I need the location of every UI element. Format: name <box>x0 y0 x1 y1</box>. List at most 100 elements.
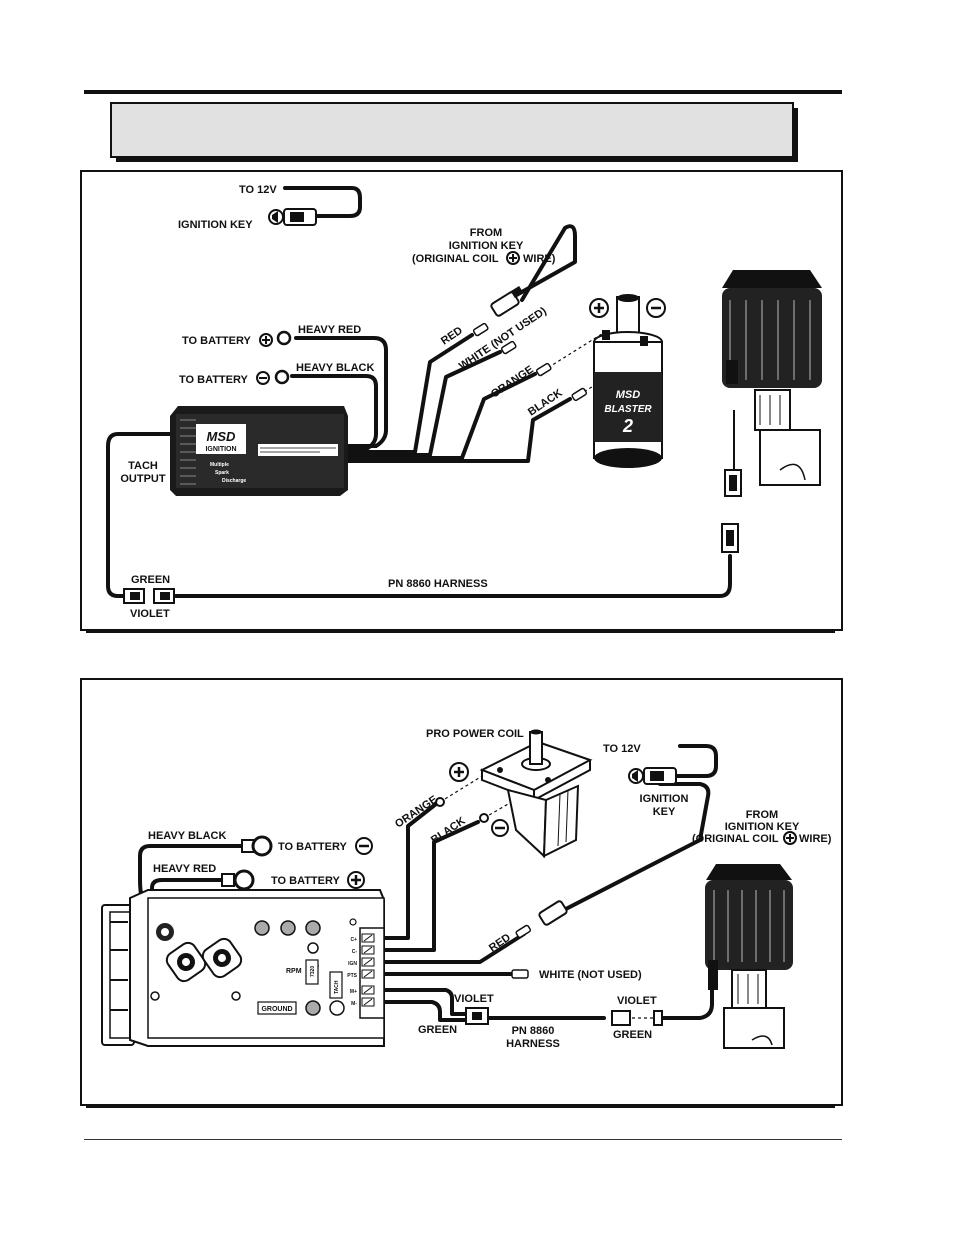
top-orange-label: ORANGE <box>489 364 536 401</box>
bottom-ignition-key-icon <box>628 767 677 785</box>
bottom-red-connector-icon <box>515 924 532 939</box>
bottom-from-label-4: WIRE) <box>799 833 832 845</box>
black-wire-connector-icon <box>571 387 588 402</box>
top-from-key-label-2: IGNITION KEY <box>449 240 524 252</box>
terminal-label: C- <box>352 949 358 955</box>
orange-wire-connector-icon <box>535 362 552 377</box>
bottom-black-wire <box>381 820 480 952</box>
top-violet-label: VIOLET <box>130 608 170 620</box>
battery-pos-terminal-icon <box>276 330 292 346</box>
bottom-distributor <box>705 864 793 1049</box>
bottom-heavy-black-ring-icon <box>241 835 273 857</box>
bottom-from-plus-icon <box>783 831 797 845</box>
harness-end-connector-icon <box>721 523 739 553</box>
msd-box-sub1-text: Multiple <box>210 462 229 468</box>
pn-8860-harness-wire <box>174 554 732 598</box>
from-ignition-key-wire <box>495 224 577 308</box>
top-white-label: WHITE (NOT USED) <box>457 305 549 373</box>
terminal-label: M+ <box>350 989 357 995</box>
top-from-key-label-3: (ORIGINAL COIL <box>412 253 499 265</box>
bottom-heavy-red-ring-icon <box>221 869 255 891</box>
bottom-green-right-label: GREEN <box>613 1029 652 1041</box>
msd-blaster-coil: MSD BLASTER 2 <box>593 294 663 468</box>
blaster-number-text: 2 <box>622 416 633 436</box>
msd-box-brand-text: MSD <box>207 429 237 444</box>
bottom-ignition-label-2: KEY <box>653 806 676 818</box>
bottom-ignition-label-1: IGNITION <box>640 793 689 805</box>
red-wire-connector-icon <box>472 322 489 337</box>
red-wire <box>344 333 474 454</box>
bottom-violet-wire <box>381 988 468 1016</box>
top-harness-label: PN 8860 HARNESS <box>388 578 488 590</box>
terminal-ign: IGN <box>348 957 375 967</box>
orange-wire <box>344 372 537 460</box>
top-diagram-panel <box>80 170 843 631</box>
pro-coil-positive-icon <box>449 762 469 782</box>
top-ignition-key-label: IGNITION KEY <box>178 219 253 231</box>
bottom-to-12v-label: TO 12V <box>603 743 641 755</box>
bottom-orange-label: ORANGE <box>393 794 440 831</box>
bottom-12v-wire <box>648 744 718 778</box>
rpm-chip-label: 7320 <box>310 966 316 977</box>
ground-label: GROUND <box>261 1006 292 1013</box>
white-wire-connector-icon <box>500 340 517 355</box>
coil-negative-icon <box>646 298 666 318</box>
top-from-key-label-4: WIRE) <box>523 253 556 265</box>
terminal-c-: C- <box>352 945 375 955</box>
ignition-key-12v-wire <box>283 186 362 218</box>
terminal-c-: C+ <box>350 933 375 943</box>
terminal-m-: M- <box>351 997 375 1007</box>
terminal-block: C+ C- IGN PTS M+ M- <box>347 933 375 1007</box>
top-heavy-red-label: HEAVY RED <box>298 324 361 336</box>
battery-pos-symbol-icon <box>259 333 273 347</box>
battery-neg-terminal-icon <box>274 369 290 385</box>
bottom-red-wire <box>381 932 526 964</box>
bottom-to-battery-pos-label: TO BATTERY <box>271 875 341 887</box>
top-to-12v-label: TO 12V <box>239 184 277 196</box>
top-to-battery-pos-label: TO BATTERY <box>182 335 252 347</box>
tach-output-wire <box>106 432 174 598</box>
top-ignition-key-icon <box>268 208 317 226</box>
bottom-from-key-wire <box>558 782 711 914</box>
bottom-green-left-label: GREEN <box>418 1024 457 1036</box>
bottom-battery-pos-icon <box>347 871 365 889</box>
bottom-from-label-2: IGNITION KEY <box>725 821 800 833</box>
black-wire <box>344 397 572 463</box>
bottom-from-label-3: (ORIGINAL COIL <box>692 833 779 845</box>
bottom-orange-wire <box>381 802 438 940</box>
top-tach-label-1: TACH <box>128 460 158 472</box>
pro-coil-black-ring-icon <box>479 813 489 823</box>
top-distributor <box>722 270 822 486</box>
pro-power-coil-label: PRO POWER COIL <box>426 728 524 740</box>
bottom-harness-label-1: PN 8860 <box>512 1025 555 1037</box>
bottom-white-label: WHITE (NOT USED) <box>539 969 642 981</box>
bottom-heavy-red-label: HEAVY RED <box>153 863 216 875</box>
bottom-from-key-connector-icon <box>538 900 568 926</box>
heavy-black-wire <box>290 374 378 451</box>
top-heavy-black-label: HEAVY BLACK <box>296 362 374 374</box>
rpm-label: RPM <box>286 968 302 975</box>
bottom-harness-connector-right-icon <box>611 1010 663 1026</box>
tach-chip-label: TACH <box>334 980 340 994</box>
msd-box-brand-sub-text: IGNITION <box>205 446 236 453</box>
msd-ignition-box: MSD IGNITION Multiple Spark Discharge <box>170 406 348 496</box>
terminal-pts: PTS <box>347 969 375 979</box>
top-diagram: MSD IGNITION Multiple Spark Discharge MS… <box>106 184 822 620</box>
bottom-from-label-1: FROM <box>746 809 778 821</box>
ignition-control-box: GROUND RPM 7320 TACH C+ C- IGN PTS M+ M- <box>101 889 385 1047</box>
white-wire <box>344 350 502 457</box>
bottom-diagram: GROUND RPM 7320 TACH C+ C- IGN PTS M+ M- <box>101 728 832 1050</box>
bottom-battery-neg-icon <box>355 837 373 855</box>
bottom-to-battery-neg-label: TO BATTERY <box>278 841 348 853</box>
blaster-brand-text: MSD <box>616 389 641 401</box>
top-from-key-plus-icon <box>506 251 520 265</box>
terminal-label: IGN <box>348 961 357 967</box>
tach-connector-icon <box>123 588 175 604</box>
pro-coil-orange-ring-icon <box>435 797 445 807</box>
bottom-white-connector-icon <box>511 969 529 979</box>
msd-box-sub3-text: Discharge <box>222 478 246 484</box>
bottom-green-wire <box>381 1000 468 1022</box>
bottom-dist-harness-wire <box>656 988 714 1020</box>
coil-positive-icon <box>589 298 609 318</box>
